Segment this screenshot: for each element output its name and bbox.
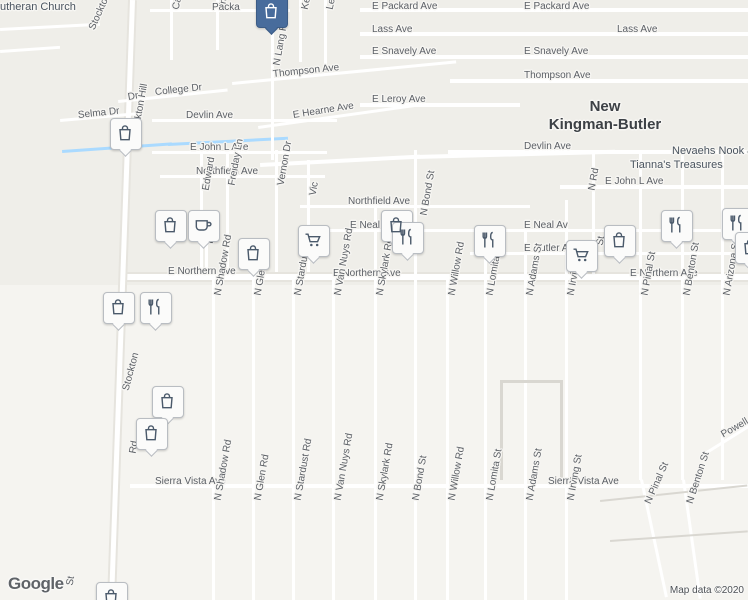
road-casey-ln <box>170 0 173 60</box>
poi-pin-shopping-cart[interactable] <box>566 240 598 279</box>
road-northfield-ave-west <box>160 175 325 178</box>
road-e-leroy-ave <box>360 103 520 107</box>
road-e-john-l-ave-west <box>152 151 327 154</box>
road-n-lomita-st <box>484 230 487 600</box>
poi-pin-restaurant[interactable] <box>140 292 172 331</box>
poi-pin-shopping-bag[interactable] <box>136 418 168 457</box>
road-vernon-dr <box>275 150 278 272</box>
road-n-willow-rd <box>446 276 449 600</box>
poi-pin-shopping-bag[interactable] <box>110 118 142 157</box>
road-dirt-track-south-2 <box>500 380 560 383</box>
road-tracy-ln <box>216 0 219 50</box>
road-curve-3 <box>610 150 748 154</box>
road-e-snavely-ave <box>360 55 748 59</box>
road-n-lang-rd <box>271 30 274 160</box>
road-e-packard-ave <box>360 8 748 12</box>
poi-pin-shopping-bag[interactable] <box>103 292 135 331</box>
road-n-arizona-st <box>721 150 724 480</box>
road-thompson-ave-east <box>450 79 748 83</box>
poi-pin-shopping-bag[interactable] <box>735 232 748 271</box>
google-logo-text: Google <box>8 574 64 593</box>
road-e-john-l-ave-east <box>560 185 748 189</box>
poi-pin-shopping-bag[interactable] <box>238 238 270 277</box>
road-packard-west <box>150 9 290 12</box>
map-attribution: Map data ©2020 <box>669 585 744 596</box>
poi-pin-shopping-bag[interactable] <box>256 0 288 35</box>
road-n-shadow-rd <box>212 276 215 600</box>
road-n-bond-st <box>414 150 417 600</box>
road-kelli-ln <box>299 0 302 62</box>
road-n-rd-st <box>592 150 595 280</box>
road-lass-ave <box>360 32 748 36</box>
road-n-benton-st <box>681 150 684 480</box>
road-n-van-nuys-rd <box>332 276 335 600</box>
poi-pin-body <box>735 232 748 264</box>
poi-pin-shopping-cart[interactable] <box>298 225 330 264</box>
road-dirt-track-south <box>500 380 503 480</box>
road-n-skylark-rd <box>374 200 377 600</box>
poi-pin-body <box>96 582 128 600</box>
road-n-stardust-rd <box>292 276 295 600</box>
poi-pin-body <box>140 292 172 324</box>
google-logo: Google <box>8 574 64 594</box>
road-n-irving-st <box>565 200 568 600</box>
road-e-northern-ave <box>120 274 748 280</box>
road-freiday-ln <box>226 150 229 272</box>
poi-pin-shopping-bag[interactable] <box>155 210 187 249</box>
road-leland-ln <box>324 0 327 66</box>
poi-pin-shopping-bag[interactable] <box>152 386 184 425</box>
poi-pin-restaurant[interactable] <box>661 210 693 249</box>
poi-pin-cup[interactable] <box>188 210 220 249</box>
road-vic <box>307 160 310 272</box>
road-n-glen-rd <box>252 276 255 600</box>
road-devlin-ave-west <box>152 119 337 122</box>
road-n-pinal-st <box>639 150 642 480</box>
road-sierra-vista-ave <box>130 484 748 488</box>
road-n-adams-st <box>524 230 527 600</box>
poi-pin-restaurant[interactable] <box>474 225 506 264</box>
road-dirt-track-southeast <box>560 380 563 480</box>
poi-pin-restaurant[interactable] <box>392 222 424 261</box>
poi-pin-shopping-bag[interactable] <box>96 582 128 600</box>
poi-pin-shopping-bag[interactable] <box>604 225 636 264</box>
